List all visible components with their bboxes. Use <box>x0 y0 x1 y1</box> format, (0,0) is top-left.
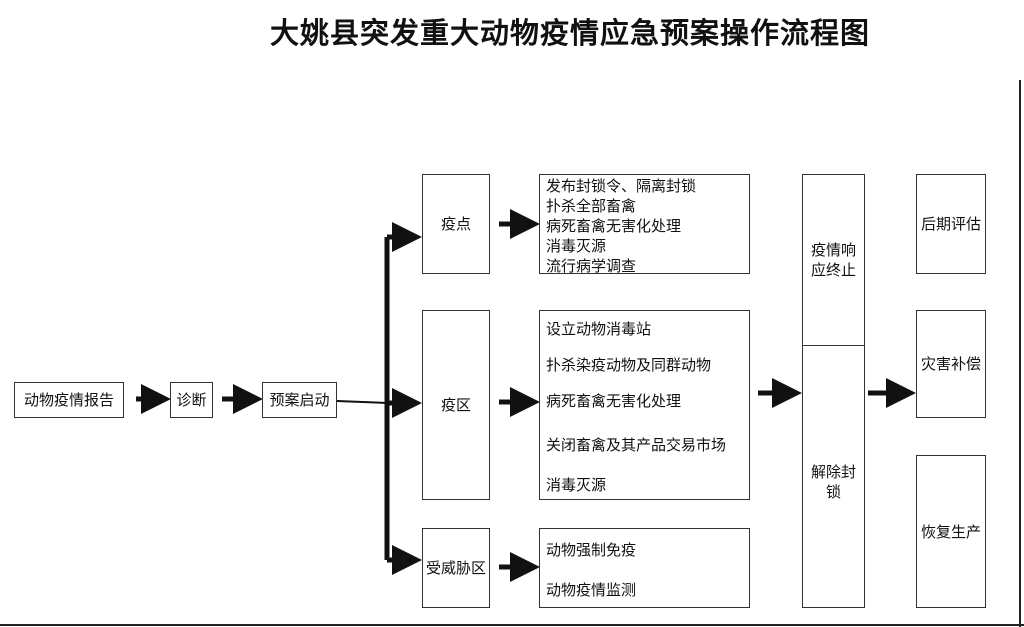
list-item: 消毒灭源 <box>546 237 607 255</box>
zone-threatened-area: 受威胁区 <box>422 528 490 608</box>
node-production-recovery: 恢复生产 <box>916 455 986 608</box>
list-item: 设立动物消毒站 <box>546 320 652 338</box>
node-plan-start: 预案启动 <box>262 382 337 418</box>
list-item: 关闭畜禽及其产品交易市场 <box>546 436 727 454</box>
node-response-termination: 疫情响 应终止 <box>802 174 865 346</box>
list-item: 消毒灭源 <box>546 476 607 494</box>
list-item: 动物疫情监测 <box>546 581 637 599</box>
measures-epidemic-point: 发布封锁令、隔离封锁 扑杀全部畜禽 病死畜禽无害化处理 消毒灭源 流行病学调查 <box>539 174 750 275</box>
list-item: 扑杀染疫动物及同群动物 <box>546 356 712 374</box>
measures-threatened-area: 动物强制免疫 动物疫情监测 <box>539 528 750 608</box>
line-plan-to-branch <box>336 400 388 404</box>
list-item: 病死畜禽无害化处理 <box>546 217 682 235</box>
frame-right-edge <box>1019 80 1021 627</box>
node-diagnosis: 诊断 <box>170 382 213 418</box>
lift-blockade-line-2: 锁 <box>825 482 841 501</box>
node-epidemic-report: 动物疫情报告 <box>14 382 124 418</box>
measures-epidemic-area: 设立动物消毒站 扑杀染疫动物及同群动物 病死畜禽无害化处理 关闭畜禽及其产品交易… <box>539 310 750 500</box>
frame-bottom-edge <box>0 624 1024 626</box>
lift-blockade-line-1: 解除封 <box>810 462 856 481</box>
list-item: 流行病学调查 <box>546 257 637 275</box>
node-post-assessment: 后期评估 <box>916 174 986 274</box>
page-title: 大姚县突发重大动物疫情应急预案操作流程图 <box>269 16 870 50</box>
list-item: 动物强制免疫 <box>546 541 637 559</box>
zone-epidemic-area: 疫区 <box>422 310 490 500</box>
node-disaster-compensation: 灾害补偿 <box>916 310 986 418</box>
list-item: 扑杀全部畜禽 <box>546 197 637 215</box>
zone-epidemic-point: 疫点 <box>422 174 490 274</box>
list-item: 病死畜禽无害化处理 <box>546 392 682 410</box>
list-item: 发布封锁令、隔离封锁 <box>546 177 697 195</box>
node-lift-blockade: 解除封 锁 <box>802 345 865 608</box>
response-end-line-1: 疫情响 <box>810 241 856 259</box>
response-end-line-2: 应终止 <box>810 261 856 279</box>
